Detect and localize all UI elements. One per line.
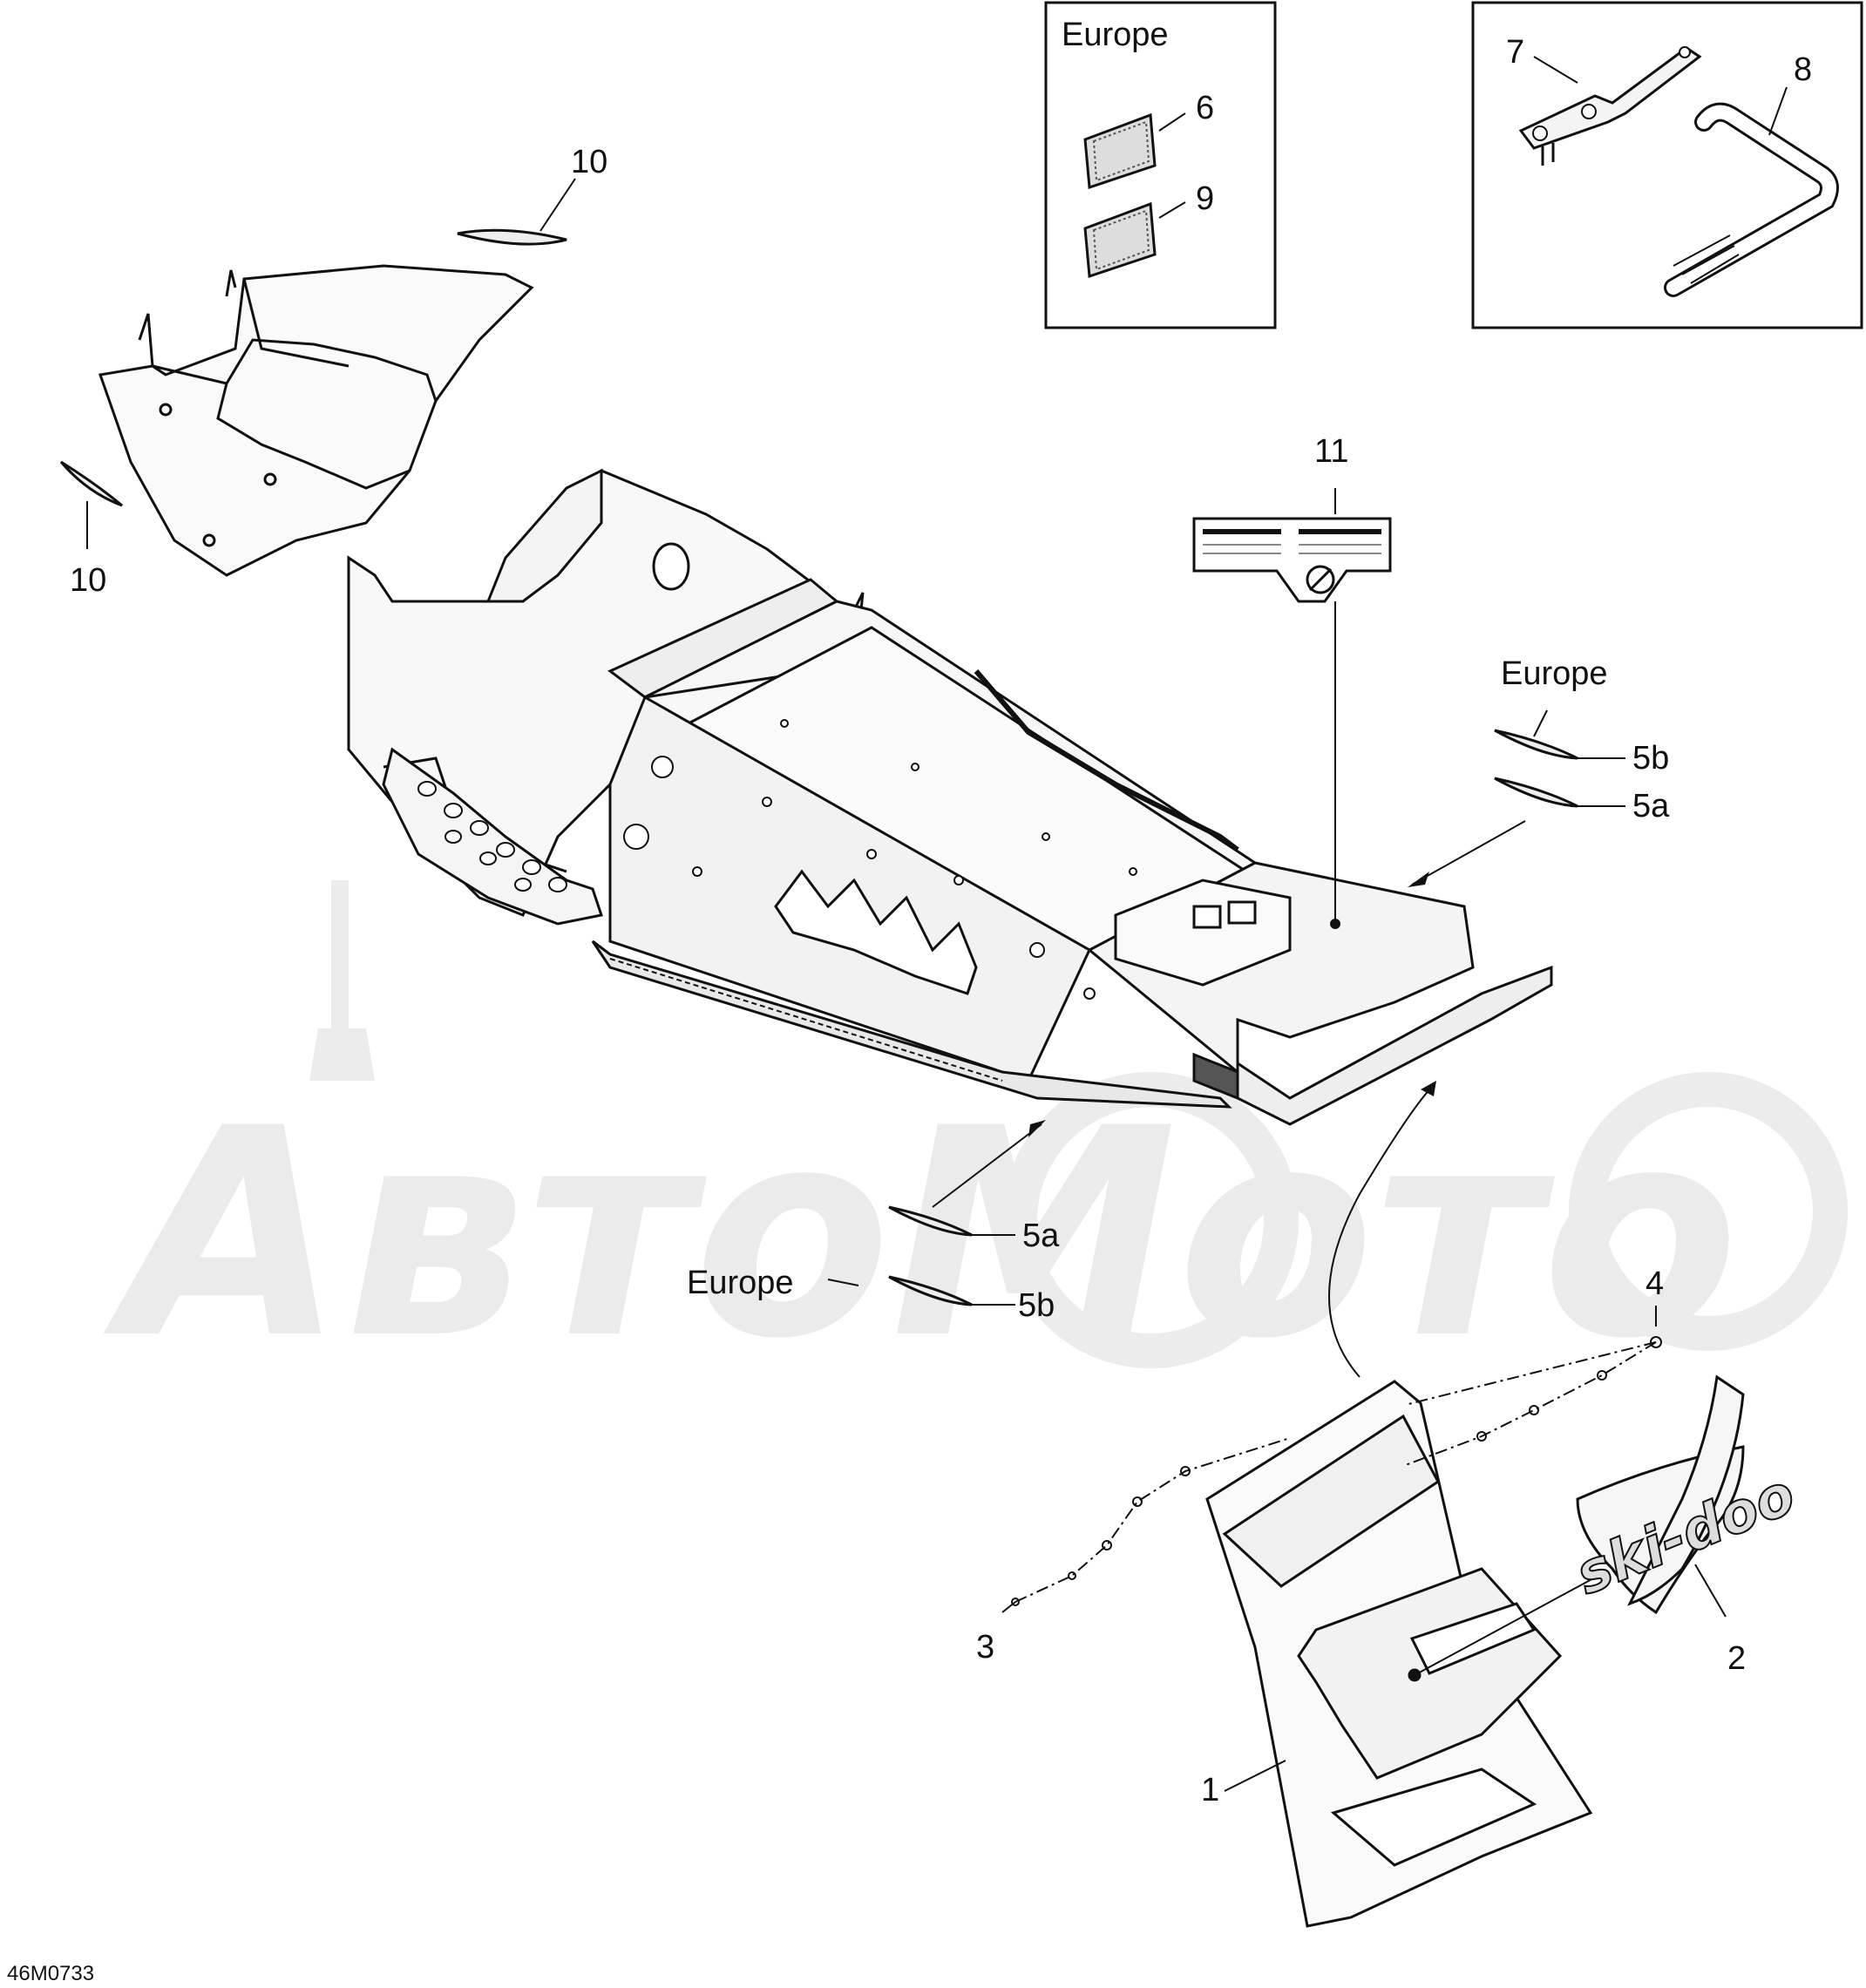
rivet-line-3 [1014, 1437, 1291, 1603]
europe-rear-label: Europe [1501, 655, 1608, 692]
ski-doo-logo-decal-2: ski-doo [1566, 1374, 1805, 1615]
callout-7: 7 [1506, 34, 1524, 71]
callout-5b-side: 5b [1018, 1287, 1055, 1324]
callout-10-left: 10 [70, 562, 106, 599]
tools-box: 7 8 [1471, 1, 1863, 329]
callout-5b-rear: 5b [1632, 740, 1669, 777]
leader-1 [1224, 1760, 1286, 1792]
callout-8: 8 [1794, 51, 1812, 88]
rivet-line-4-lower [1402, 1341, 1657, 1467]
reflector-5b-side [827, 1275, 1015, 1306]
decal-10-top [457, 178, 576, 246]
europe-box-label: Europe [1062, 17, 1169, 53]
callout-4: 4 [1645, 1265, 1664, 1302]
callout-1: 1 [1201, 1772, 1219, 1808]
callout-10-top: 10 [571, 144, 607, 180]
snow-flap-1 [1205, 1380, 1593, 1928]
callout-3: 3 [976, 1629, 994, 1666]
rivets-3 [1011, 1466, 1191, 1606]
watermark: АвтоМото [99, 880, 1848, 1401]
leader-5-side [932, 1123, 1042, 1208]
europe-side-label: Europe [687, 1265, 794, 1301]
leader-5-rear [1411, 820, 1526, 885]
leader-2 [1414, 1577, 1596, 1676]
warning-label-11 [1192, 488, 1392, 603]
vent-6-icon [1083, 112, 1157, 190]
watermark-tower [309, 880, 375, 1081]
leader-11-dot [1330, 919, 1340, 929]
callout-6: 6 [1196, 90, 1214, 126]
watermark-wheel-2 [1569, 1072, 1848, 1351]
callout-5a-side: 5a [1022, 1218, 1060, 1254]
tools-box-frame [1471, 1, 1863, 329]
reflector-5a-side [888, 1205, 1015, 1237]
belly-pan [98, 264, 534, 577]
decal-10-left [59, 460, 123, 549]
europe-box-frame [1044, 1, 1277, 329]
reflector-5b-rear [1494, 709, 1625, 760]
callout-9: 9 [1196, 180, 1214, 217]
vent-9-icon [1083, 201, 1157, 279]
europe-vent-box: Europe 6 9 [1044, 1, 1277, 329]
reflector-5a-rear [1494, 777, 1625, 808]
callout-2: 2 [1727, 1640, 1746, 1677]
rivet-line-4-upper [1404, 1341, 1657, 1406]
leader-flap-to-bumper [1328, 1084, 1435, 1378]
diagram-code: 46M0733 [7, 1962, 94, 1985]
chassis-frame [347, 468, 1553, 1126]
watermark-text: АвтоМото [99, 1067, 1739, 1401]
key-wrench-8-icon [1664, 102, 1839, 297]
bracket-7-icon [1518, 46, 1702, 166]
callout-5a-rear: 5a [1632, 788, 1670, 824]
callout-11: 11 [1314, 433, 1348, 470]
